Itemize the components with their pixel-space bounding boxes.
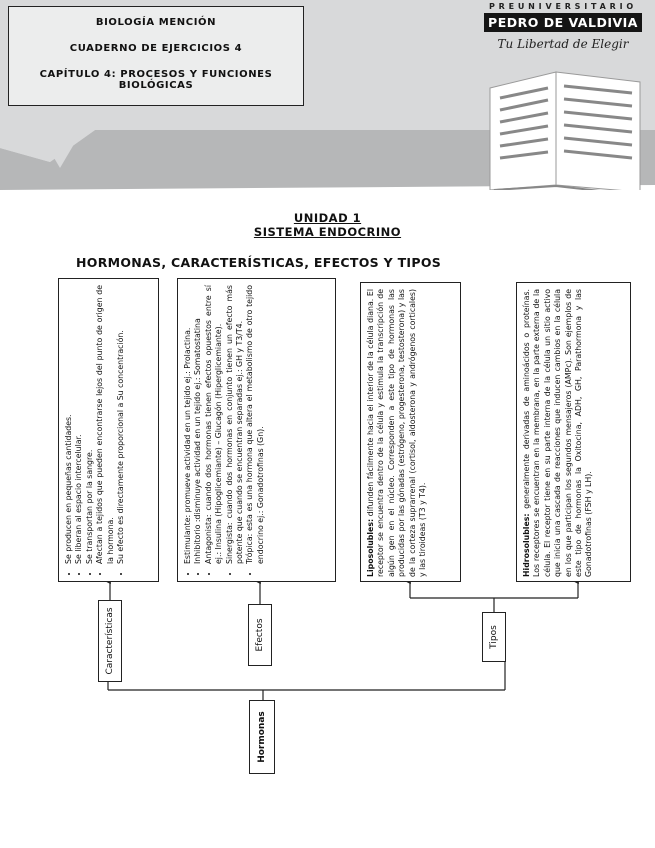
unit-subtitle: SISTEMA ENDOCRINO xyxy=(253,225,402,239)
brand-name: PEDRO DE VALDIVIA xyxy=(484,13,642,32)
header-chapter: CAPÍTULO 4: PROCESOS Y FUNCIONES BIOLÓGI… xyxy=(39,69,273,91)
header-booklet: CUADERNO DE EJERCICIOS 4 xyxy=(69,43,243,54)
list-item: Su efecto es directamente proporcional a… xyxy=(116,285,126,564)
tipos-label: Tipos xyxy=(489,625,499,649)
list-item: Afectan a tejidos que pueden encontrarse… xyxy=(95,285,116,564)
efectos-box: Estimulante: promueve actividad en un te… xyxy=(177,278,336,582)
efectos-label-box: Efectos xyxy=(248,604,272,666)
list-item: Inhibitorio :disminuye actividad en un t… xyxy=(193,285,203,564)
hidrosolubles-paragraph: Hidrosolubles: generalmente derivadas de… xyxy=(522,289,595,577)
liposolubles-box: Liposolubles: difunden fácilmente hacia … xyxy=(360,282,461,582)
hormonas-label: Hormonas xyxy=(257,711,267,763)
list-item: Estimulante: promueve actividad en un te… xyxy=(183,285,193,564)
section-heading: HORMONAS, CARACTERÍSTICAS, EFECTOS Y TIP… xyxy=(76,255,442,270)
book-icon xyxy=(489,71,641,190)
header-box: BIOLOGÍA MENCIÓN CUADERNO DE EJERCICIOS … xyxy=(8,6,304,106)
list-item: Se liberan al espacio intercelular. xyxy=(74,285,84,564)
list-item: Se transportan por la sangre. xyxy=(85,285,95,564)
caracteristicas-list: Se producen en pequeñas cantidades. Se l… xyxy=(64,285,126,577)
list-item: Trópica: esta es una hormona que altera … xyxy=(245,285,266,564)
list-item: Antagonista: cuando dos hormonas tienen … xyxy=(204,285,225,564)
liposolubles-text: difunden fácilmente hacia el interior de… xyxy=(366,289,428,577)
caracteristicas-label: Características xyxy=(105,607,115,675)
liposolubles-term: Liposolubles: xyxy=(366,518,375,577)
caracteristicas-box: Se producen en pequeñas cantidades. Se l… xyxy=(58,278,159,582)
list-item: Sinergista: cuando dos hormonas en conju… xyxy=(225,285,246,564)
caracteristicas-label-box: Características xyxy=(98,600,122,682)
tipos-label-box: Tipos xyxy=(482,612,506,662)
brand-logo: PREUNIVERSITARIO PEDRO DE VALDIVIA Tu Li… xyxy=(478,2,648,51)
header-subject: BIOLOGÍA MENCIÓN xyxy=(95,17,217,28)
efectos-list: Estimulante: promueve actividad en un te… xyxy=(183,285,266,577)
hidrosolubles-term: Hidrosolubles: xyxy=(522,513,531,577)
efectos-label: Efectos xyxy=(255,618,265,652)
unit-title: UNIDAD 1 xyxy=(293,211,362,225)
list-item: Se producen en pequeñas cantidades. xyxy=(64,285,74,564)
liposolubles-paragraph: Liposolubles: difunden fácilmente hacia … xyxy=(366,289,428,577)
hidrosolubles-text: generalmente derivadas de aminoácidos o … xyxy=(522,289,594,577)
brand-top: PREUNIVERSITARIO xyxy=(489,2,637,11)
hormonas-root-box: Hormonas xyxy=(249,700,275,774)
brand-tagline: Tu Libertad de Elegir xyxy=(497,37,629,51)
hidrosolubles-box: Hidrosolubles: generalmente derivadas de… xyxy=(516,282,631,582)
